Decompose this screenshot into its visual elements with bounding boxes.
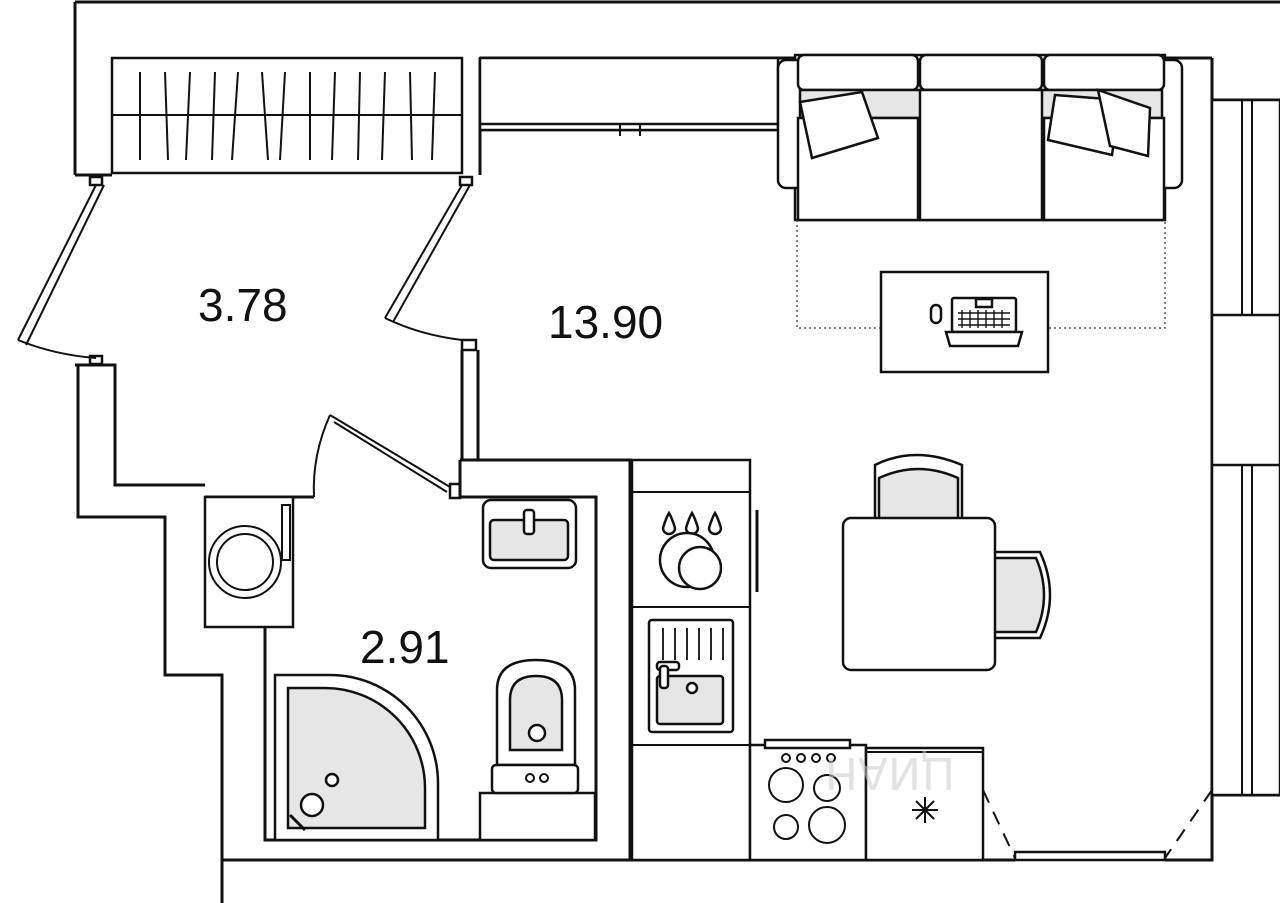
entrance-door [17,175,105,366]
laptop-icon [929,296,1024,348]
sofa [776,53,1184,222]
hall-area-label: 3.78 [198,279,288,331]
dining-table [841,453,1052,672]
cooktop [748,738,868,862]
balcony-door [982,789,1213,862]
kitchen-sink [647,618,735,734]
wardrobe [110,56,464,175]
washing-machine [203,495,295,629]
living-room-area-label: 13.90 [548,296,663,348]
water-heater [658,510,723,591]
window-right [1210,98,1280,797]
shower-tray [273,673,440,842]
wall-shelf [478,56,780,136]
bathroom-area-label: 2.91 [360,621,450,673]
bathroom-door [205,414,462,500]
wardrobe-hangers [139,71,436,161]
toilet [478,658,597,842]
fridge [864,746,985,862]
living-room-door [384,175,480,460]
watermark-text: ЦИАН [825,747,955,798]
bathroom-sink [481,498,578,570]
